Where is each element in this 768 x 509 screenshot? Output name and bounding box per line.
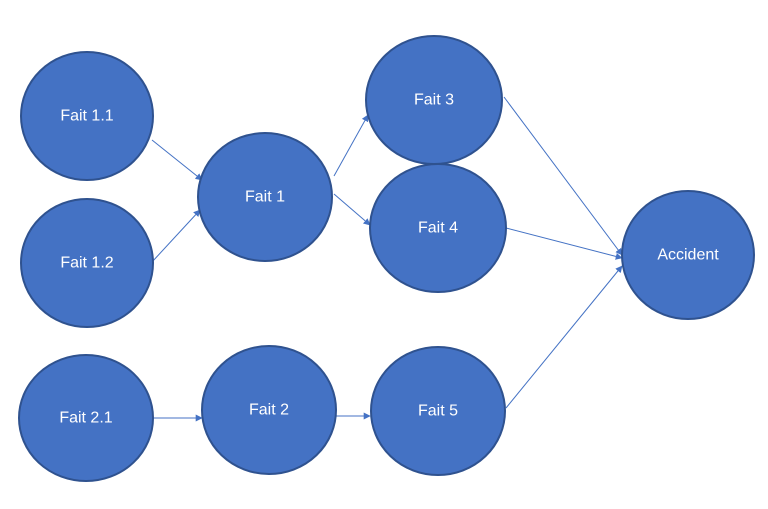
node-fait-1-1-circle [20,51,154,181]
node-fait-1-2: Fait 1.2 [20,198,154,328]
node-fait-3: Fait 3 [365,35,503,165]
node-fait-4-label: Fait 4 [418,220,458,237]
node-fait-2-label: Fait 2 [249,402,289,419]
node-fait-1-circle [197,132,333,262]
edge-fait-1-to-fait-3 [333,114,369,177]
node-accident-circle [621,190,755,320]
node-fait-4: Fait 4 [369,163,507,293]
edges-layer [151,96,623,422]
node-fait-4-circle [369,163,507,293]
node-fait-2-1: Fait 2.1 [18,354,154,482]
node-accident-label: Accident [657,247,719,264]
node-fait-1-2-label: Fait 1.2 [60,255,113,272]
node-fait-5: Fait 5 [370,346,506,476]
node-fait-3-label: Fait 3 [414,92,454,109]
node-fait-2: Fait 2 [201,345,337,475]
node-fait-2-circle [201,345,337,475]
node-fait-2-1-circle [18,354,154,482]
edge-fait-1-to-fait-4 [333,193,371,226]
edge-fait-4-to-accident [505,227,623,260]
node-fait-1-1: Fait 1.1 [20,51,154,181]
nodes-layer: Fait 1.1 Fait 1.2 Fait 2.1 Fait 1 Fait 2… [18,35,755,482]
edge-fait-5-to-accident [505,265,623,409]
node-fait-2-1-label: Fait 2.1 [59,410,112,427]
node-fait-5-label: Fait 5 [418,403,458,420]
node-fait-1-1-label: Fait 1.1 [60,108,113,125]
node-fait-1-label: Fait 1 [245,189,285,206]
node-fait-5-circle [370,346,506,476]
node-accident: Accident [621,190,755,320]
node-fait-1-2-circle [20,198,154,328]
edge-fait-1-2-to-fait-1 [151,209,201,263]
edge-fait-3-to-accident [503,96,623,256]
node-fait-1: Fait 1 [197,132,333,262]
edge-fait-1-1-to-fait-1 [151,139,203,181]
